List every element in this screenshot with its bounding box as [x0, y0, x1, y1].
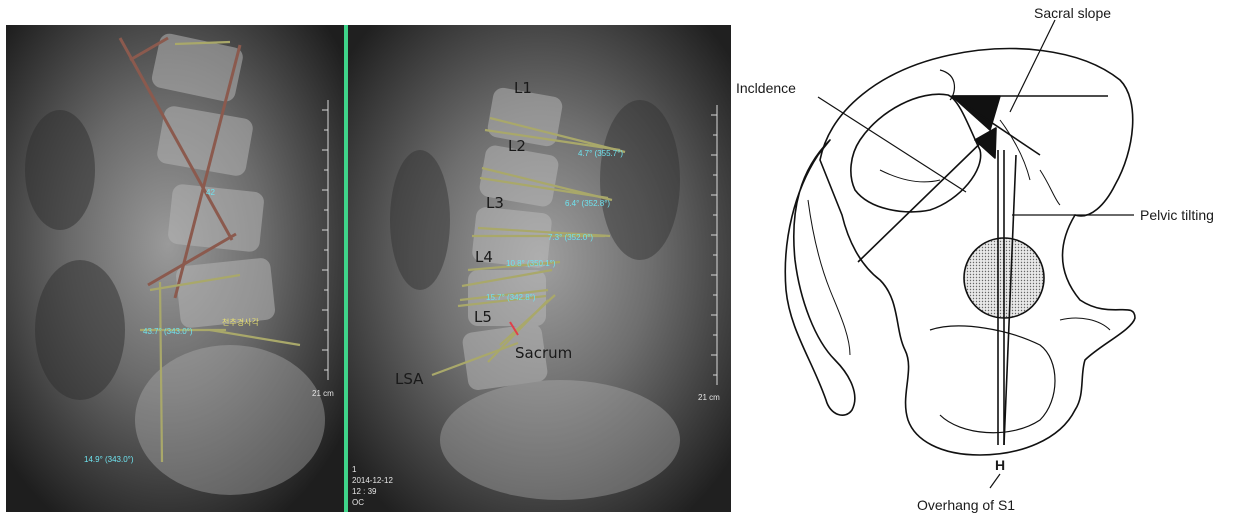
xray-left-panel: 42 43.7° (343.0°) 14.9° (343.0°) 천추경사각 2… [6, 25, 344, 512]
xray-right-cyan-label-2: 6.4° (352.8°) [565, 199, 610, 208]
xray-right-panel: L1 L2 L3 L4 L5 LSA Sacrum 4.7° (355.7°) … [348, 25, 731, 512]
pelvis-diagram [785, 20, 1135, 488]
pelvic-tilting-label: Pelvic tilting [1140, 207, 1214, 223]
incidence-label: Incldence [736, 80, 796, 96]
vertebra-label-l3: L3 [486, 194, 504, 212]
panel-divider [344, 25, 348, 512]
sacrum-label: Sacrum [515, 344, 572, 362]
lsa-label: LSA [395, 370, 424, 388]
info-line-4: OC [352, 498, 364, 507]
sacral-slope-leader [1010, 20, 1055, 112]
sacral-platform [851, 94, 981, 212]
h-label: H [995, 457, 1005, 473]
xray-left-cyan-label-3: 14.9° (343.0°) [84, 455, 134, 464]
info-line-3: 12 : 39 [352, 487, 377, 496]
overhang-label: Overhang of S1 [917, 497, 1015, 513]
perpendicular-line [858, 128, 996, 262]
vertebra-label-l5: L5 [474, 308, 492, 326]
info-line-1: 1 [352, 465, 357, 474]
incidence-leader [818, 97, 966, 192]
sacrum-outline [785, 140, 855, 415]
xray-left-yellow-label: 천추경사각 [222, 317, 259, 327]
xray-right-cyan-label-3: 7.3° (352.0°) [548, 233, 593, 242]
xray-left-cyan-label-1: 42 [206, 188, 215, 197]
info-line-2: 2014-12-12 [352, 476, 393, 485]
xray-right-cyan-label-4: 10.8° (350.1°) [506, 259, 556, 268]
vertebra-label-l4: L4 [475, 248, 493, 266]
sacral-slope-label: Sacral slope [1034, 5, 1111, 21]
xray-right-cyan-label-5: 15.7° (342.8°) [486, 293, 536, 302]
overhang-leader [990, 474, 1000, 488]
vertebra-label-l1: L1 [514, 79, 532, 97]
xray-right-cyan-label-1: 4.7° (355.7°) [578, 149, 623, 158]
xray-left-cyan-label-2: 43.7° (343.0°) [143, 327, 193, 336]
xray-right-scale-label: 21 cm [698, 393, 720, 402]
incidence-triangle [975, 128, 996, 158]
xray-left-scale-label: 21 cm [312, 389, 334, 398]
vertebra-label-l2: L2 [508, 137, 526, 155]
